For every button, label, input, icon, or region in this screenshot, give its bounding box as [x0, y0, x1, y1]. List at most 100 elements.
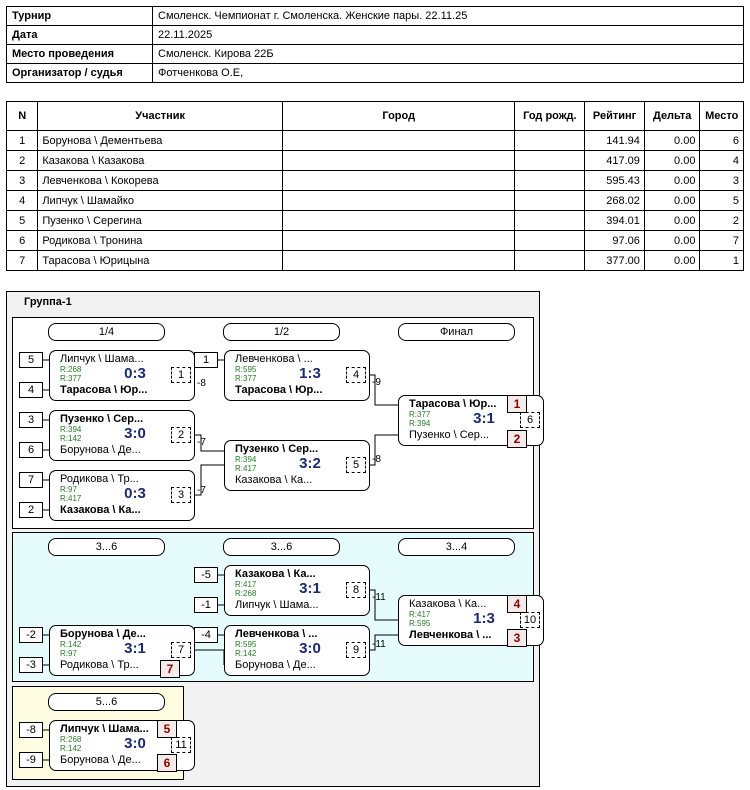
match-team-top: Левченкова \ ... — [235, 353, 313, 365]
col-n: N — [5, 101, 39, 131]
match-score: 1:3 — [299, 365, 321, 382]
col-delta: Дельта — [643, 101, 701, 131]
loser-link: -8 — [197, 378, 206, 389]
match-score: 3:1 — [473, 410, 495, 427]
match-team-bottom: Казакова \ Ка... — [235, 474, 313, 486]
seed-box: 7 — [19, 472, 43, 488]
cell-place: 7 — [699, 230, 744, 251]
cell-city — [281, 210, 516, 231]
match-team-top: Пузенко \ Сер... — [235, 443, 319, 455]
match-score: 1:3 — [473, 610, 495, 627]
match-rating-top: R:394 — [60, 425, 82, 434]
cell-birth-year — [514, 230, 586, 251]
match-rating-bottom: R:394 — [409, 419, 431, 428]
seed-box: 4 — [19, 382, 43, 398]
match-number: 1 — [171, 367, 191, 383]
cell-n: 5 — [5, 210, 39, 231]
cell-delta: 0.00 — [643, 150, 701, 171]
place-badge: 6 — [157, 754, 177, 772]
cell-birth-year — [514, 170, 586, 191]
seed-box: -3 — [19, 657, 43, 673]
match-score: 0:3 — [124, 365, 146, 382]
match-rating-top: R:97 — [60, 485, 77, 494]
place-badge: 2 — [507, 430, 527, 448]
cell-participant: Пузенко \ Серегина — [37, 210, 283, 231]
group-title: Группа-1 — [24, 296, 72, 308]
match-number: 2 — [171, 427, 191, 443]
cell-participant: Казакова \ Казакова — [37, 150, 283, 171]
match-rating-top: R:394 — [235, 455, 257, 464]
cell-rating: 268.02 — [584, 190, 645, 211]
match-team-top: Казакова \ Ка... — [235, 568, 316, 580]
match-team-bottom: Липчук \ Шама... — [235, 599, 319, 611]
match-team-top: Тарасова \ Юр... — [409, 398, 497, 410]
seed-box: -9 — [19, 752, 43, 768]
match-team-top: Пузенко \ Сер... — [60, 413, 144, 425]
match-card: Родикова \ Тр... R:97 R:417 Казакова \ К… — [49, 470, 195, 521]
cell-birth-year — [514, 250, 586, 271]
info-value: Фотченкова О.Е, — [152, 63, 744, 83]
cell-city — [281, 250, 516, 271]
seed-box: 5 — [19, 352, 43, 368]
col-city: Город — [281, 101, 516, 131]
seed-box: -1 — [194, 597, 218, 613]
match-score: 3:0 — [299, 640, 321, 657]
cell-place: 4 — [699, 150, 744, 171]
match-rating-top: R:417 — [409, 610, 431, 619]
cell-place: 1 — [699, 250, 744, 271]
match-rating-bottom: R:142 — [60, 744, 82, 753]
match-rating-bottom: R:377 — [235, 374, 257, 383]
match-number: 11 — [171, 737, 191, 753]
cell-rating: 394.01 — [584, 210, 645, 231]
cell-birth-year — [514, 150, 586, 171]
round-label-quarterfinal: 1/4 — [48, 323, 165, 341]
match-rating-bottom: R:142 — [235, 649, 257, 658]
match-card: Левченкова \ ... R:595 R:142 Борунова \ … — [224, 625, 370, 676]
match-card: Липчук \ Шама... R:268 R:377 Тарасова \ … — [49, 350, 195, 401]
cell-city — [281, 170, 516, 191]
cell-place: 5 — [699, 190, 744, 211]
round-label-3-4: 3...4 — [398, 538, 515, 556]
cell-birth-year — [514, 210, 586, 231]
cell-birth-year — [514, 190, 586, 211]
seed-box: 1 — [194, 352, 218, 368]
place-badge: 3 — [507, 629, 527, 647]
cell-n: 2 — [5, 150, 39, 171]
cell-city — [281, 130, 516, 151]
info-label: Дата — [6, 25, 153, 45]
loser-link: -9 — [372, 377, 381, 388]
match-number: 8 — [346, 582, 366, 598]
match-card: Левченкова \ ... R:595 R:377 Тарасова \ … — [224, 350, 370, 401]
loser-link: -11 — [372, 592, 386, 603]
match-rating-top: R:268 — [60, 735, 82, 744]
seed-box: 2 — [19, 502, 43, 518]
match-team-bottom: Борунова \ Де... — [60, 754, 141, 766]
cell-city — [281, 190, 516, 211]
place-badge: 1 — [507, 395, 527, 413]
group-bracket-panel: Группа-1 1/4 1/2 Финал 3...6 — [6, 291, 544, 787]
match-number: 5 — [346, 457, 366, 473]
info-value: Смоленск. Чемпионат г. Смоленска. Женски… — [152, 6, 744, 26]
match-rating-bottom: R:417 — [235, 464, 257, 473]
seed-box: -5 — [194, 567, 218, 583]
cell-delta: 0.00 — [643, 210, 701, 231]
match-team-bottom: Пузенко \ Сер... — [409, 429, 490, 441]
place-badge: 4 — [507, 595, 527, 613]
loser-link: -7 — [197, 437, 206, 448]
match-number: 4 — [346, 367, 366, 383]
cell-n: 7 — [5, 250, 39, 271]
match-score: 3:0 — [124, 425, 146, 442]
col-place: Место — [699, 101, 744, 131]
match-team-top: Липчук \ Шама... — [60, 353, 144, 365]
cell-delta: 0.00 — [643, 230, 701, 251]
match-score: 3:2 — [299, 455, 321, 472]
match-rating-top: R:595 — [235, 640, 257, 649]
match-team-top: Липчук \ Шама... — [60, 723, 149, 735]
